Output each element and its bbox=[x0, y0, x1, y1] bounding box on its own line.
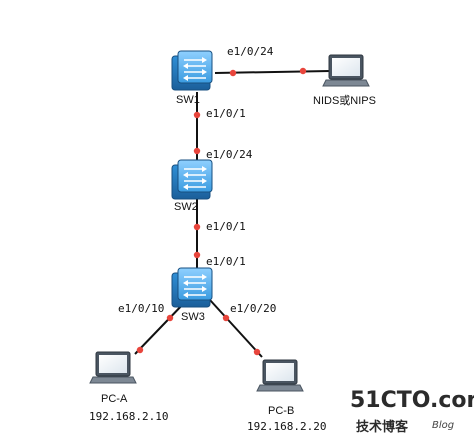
port-dot bbox=[229, 69, 237, 77]
watermark-subtitle: 技术博客 bbox=[356, 419, 409, 435]
pca-ip-label: 192.168.2.10 bbox=[89, 410, 168, 423]
port-dot bbox=[166, 314, 174, 322]
watermark-blog: Blog bbox=[432, 420, 454, 431]
port-dot bbox=[136, 346, 144, 354]
site-watermark: 51CTO.com 技术博客 Blog bbox=[350, 388, 474, 435]
switch-sw2-icon bbox=[171, 159, 213, 200]
port-dot bbox=[193, 111, 201, 119]
port-label-sw1-sw2: e1/0/1 bbox=[206, 107, 246, 120]
sw1-label: SW1 bbox=[176, 94, 200, 106]
sw2-label: SW2 bbox=[174, 201, 198, 213]
link-sw3-pca bbox=[134, 299, 188, 355]
port-dot bbox=[193, 251, 201, 259]
port-dot bbox=[193, 223, 201, 231]
ids-label: NIDS或NIPS bbox=[313, 94, 376, 107]
port-dot bbox=[222, 314, 230, 322]
pca-label: PC-A bbox=[101, 393, 128, 405]
port-label-sw3-sw2: e1/0/1 bbox=[206, 255, 246, 268]
pca-laptop-icon bbox=[89, 351, 137, 384]
ids-laptop-icon bbox=[322, 54, 370, 87]
pcb-laptop-icon bbox=[256, 359, 304, 392]
pcb-label: PC-B bbox=[268, 405, 294, 417]
link-sw3-pcb bbox=[209, 299, 263, 358]
port-dot bbox=[299, 67, 307, 75]
port-label-sw1-ids: e1/0/24 bbox=[227, 45, 274, 58]
port-dot bbox=[193, 147, 201, 155]
port-dot bbox=[253, 348, 261, 356]
port-label-sw2-sw1: e1/0/24 bbox=[206, 148, 253, 161]
switch-sw3-icon bbox=[171, 267, 213, 308]
port-label-sw3-pca: e1/0/10 bbox=[118, 302, 164, 315]
port-label-sw2-sw3: e1/0/1 bbox=[206, 220, 246, 233]
sw3-label: SW3 bbox=[181, 311, 205, 323]
port-label-sw3-pcb: e1/0/20 bbox=[230, 302, 276, 315]
pcb-ip-label: 192.168.2.20 bbox=[247, 420, 326, 433]
watermark-site: 51CTO.com bbox=[350, 388, 474, 413]
switch-sw1-icon bbox=[171, 50, 213, 91]
